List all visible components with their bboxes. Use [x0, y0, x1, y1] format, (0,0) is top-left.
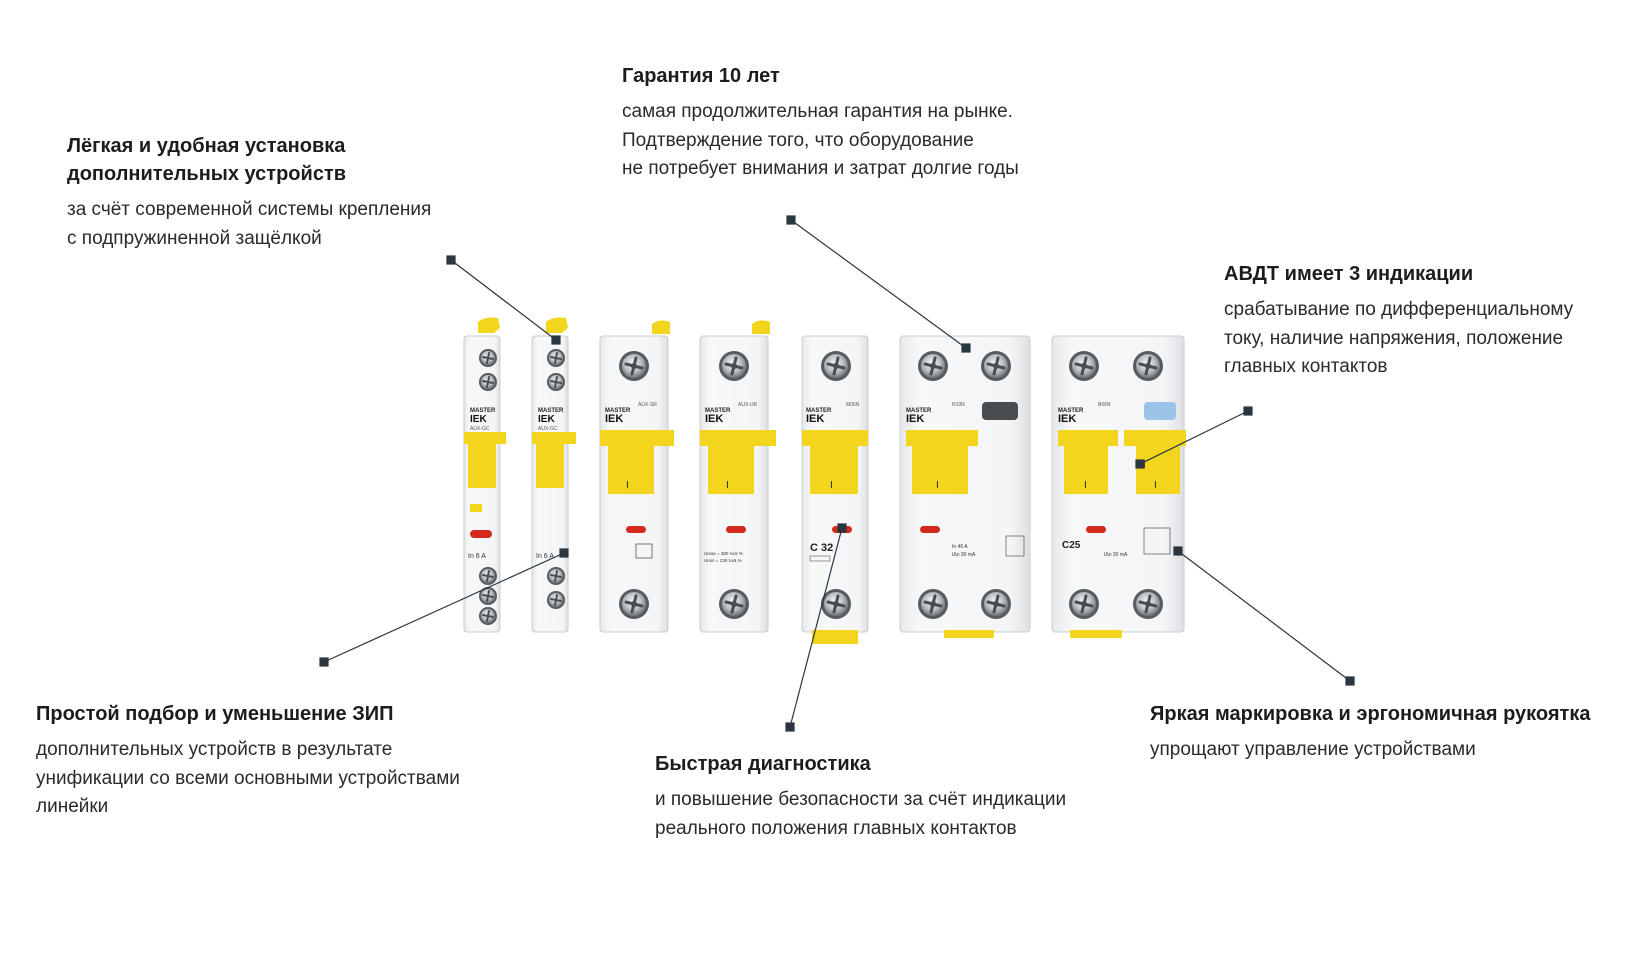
diff-current-label: IΔn 30 mA	[952, 552, 976, 558]
brand-logo: IEK	[705, 413, 723, 425]
callout-title-line: дополнительных устройств	[67, 163, 347, 185]
callout-title: Лёгкая и удобная установка дополнительны…	[67, 132, 431, 188]
handle-mark: I	[830, 480, 833, 491]
device-aux-gc-1: MASTER IEK AUX-GC In 6 A	[463, 317, 506, 633]
diff-current-label: IΔn 30 mA	[1104, 552, 1128, 558]
callout-line: самая продолжительная гарантия на рынке.	[622, 101, 1013, 122]
indicator	[920, 526, 940, 533]
rating-label: In 6 A	[468, 553, 486, 560]
brand-logo: IEK	[538, 414, 555, 425]
callout-marking: Яркая маркировка и эргономичная рукоятка…	[1150, 700, 1590, 765]
callout-line: срабатывание по дифференциальному	[1224, 299, 1574, 320]
indicator	[726, 526, 746, 533]
model-label: M06N	[846, 402, 860, 408]
model-label: AUX-GC	[470, 426, 490, 432]
device-rcd: MASTER IEK R10N I In 40 A IΔn 30 mA	[899, 335, 1031, 638]
callout-body: и повышение безопасности за счёт индикац…	[655, 786, 1066, 843]
callout-body: самая продолжительная гарантия на рынке.…	[622, 98, 1019, 184]
leader-lines	[319, 215, 1355, 732]
callout-install: Лёгкая и удобная установка дополнительны…	[67, 132, 431, 253]
indicator	[626, 526, 646, 533]
handle-mark: I	[1154, 480, 1157, 491]
model-label: B06N	[1098, 402, 1111, 408]
device-rcbo: MASTER IEK B06N I I C25 IΔn 30 mA	[1051, 335, 1186, 638]
voltage-max-label: Umax = 380 V±5 %	[704, 551, 743, 556]
callout-warranty: Гарантия 10 лет самая продолжительная га…	[622, 62, 1019, 184]
handle-mark: I	[626, 480, 629, 491]
brand-logo: IEK	[470, 414, 487, 425]
rating-label: C 32	[810, 542, 833, 554]
callout-body: срабатывание по дифференциальному току, …	[1224, 296, 1573, 382]
callout-line: току, наличие напряжения, положение	[1224, 327, 1564, 349]
callout-line: за счёт современной системы крепления	[67, 199, 432, 220]
device-aux-gc-2: MASTER IEK AUX-GC In 6 A	[531, 317, 576, 633]
indicator	[470, 530, 492, 538]
callout-body: дополнительных устройств в результате ун…	[36, 736, 460, 822]
callout-spare-parts: Простой подбор и уменьшение ЗИП дополнит…	[36, 700, 460, 822]
brand-logo: IEK	[1058, 413, 1076, 425]
callout-line: Подтверждение того, что оборудование	[622, 129, 974, 151]
callout-title-line: Лёгкая и удобная установка	[67, 135, 346, 157]
rating-label: C25	[1062, 540, 1081, 551]
callout-line: и повышение безопасности за счёт индикац…	[655, 789, 1067, 810]
device-aux-ur: MASTER IEK AUX-UR I Umax = 380 V±5 % Umi…	[699, 320, 776, 633]
device-mcb-c32: MASTER IEK M06N I C 32	[801, 335, 869, 644]
handle-mark: I	[1084, 480, 1087, 491]
brand-top-label: MASTER	[806, 408, 832, 414]
test-button	[1144, 402, 1176, 420]
brand-top-label: MASTER	[470, 408, 496, 414]
device-aux-sr: MASTER IEK AUX-SR I	[599, 320, 674, 633]
brand-logo: IEK	[906, 413, 924, 425]
test-button	[982, 402, 1018, 420]
handle-mark: I	[726, 480, 729, 491]
model-label: AUX-UR	[738, 402, 758, 408]
rating-label: In 6 A	[536, 553, 554, 560]
callout-diagnostics: Быстрая диагностика и повышение безопасн…	[655, 750, 1066, 843]
indicator	[1086, 526, 1106, 533]
callout-rcbo: АВДТ имеет 3 индикации срабатывание по д…	[1224, 260, 1573, 382]
callout-title: Быстрая диагностика	[655, 753, 871, 775]
brand-top-label: MASTER	[538, 408, 564, 414]
callout-line: дополнительных устройств в результате	[36, 739, 393, 760]
brand-top-label: MASTER	[605, 408, 631, 414]
model-label: AUX-SR	[638, 402, 657, 408]
callout-title: Простой подбор и уменьшение ЗИП	[36, 703, 394, 725]
callout-title: Гарантия 10 лет	[622, 65, 780, 87]
brand-logo: IEK	[605, 413, 623, 425]
handle-mark: I	[936, 480, 939, 491]
brand-top-label: MASTER	[1058, 408, 1084, 414]
callout-line: не потребует внимания и затрат долгие го…	[622, 158, 1019, 179]
model-label: R10N	[952, 402, 965, 408]
current-label: In 40 A	[952, 544, 968, 550]
callout-line: линейки	[36, 796, 109, 817]
model-label: AUX-GC	[538, 426, 558, 432]
callout-line: унификации со всеми основными устройства…	[36, 767, 460, 789]
callout-body: упрощают управление устройствами	[1150, 736, 1590, 765]
brand-logo: IEK	[806, 413, 824, 425]
callout-line: с подпружиненной защёлкой	[67, 227, 322, 249]
callout-line: реального положения главных контактов	[655, 817, 1017, 839]
callout-title: АВДТ имеет 3 индикации	[1224, 263, 1474, 285]
brand-top-label: MASTER	[906, 408, 932, 414]
callout-title: Яркая маркировка и эргономичная рукоятка	[1150, 703, 1591, 725]
brand-top-label: MASTER	[705, 408, 731, 414]
callout-line: упрощают управление устройствами	[1150, 739, 1476, 760]
voltage-min-label: Umin = 138 V±5 %	[704, 558, 742, 563]
callout-line: главных контактов	[1224, 356, 1388, 377]
callout-body: за счёт современной системы крепления с …	[67, 196, 431, 253]
